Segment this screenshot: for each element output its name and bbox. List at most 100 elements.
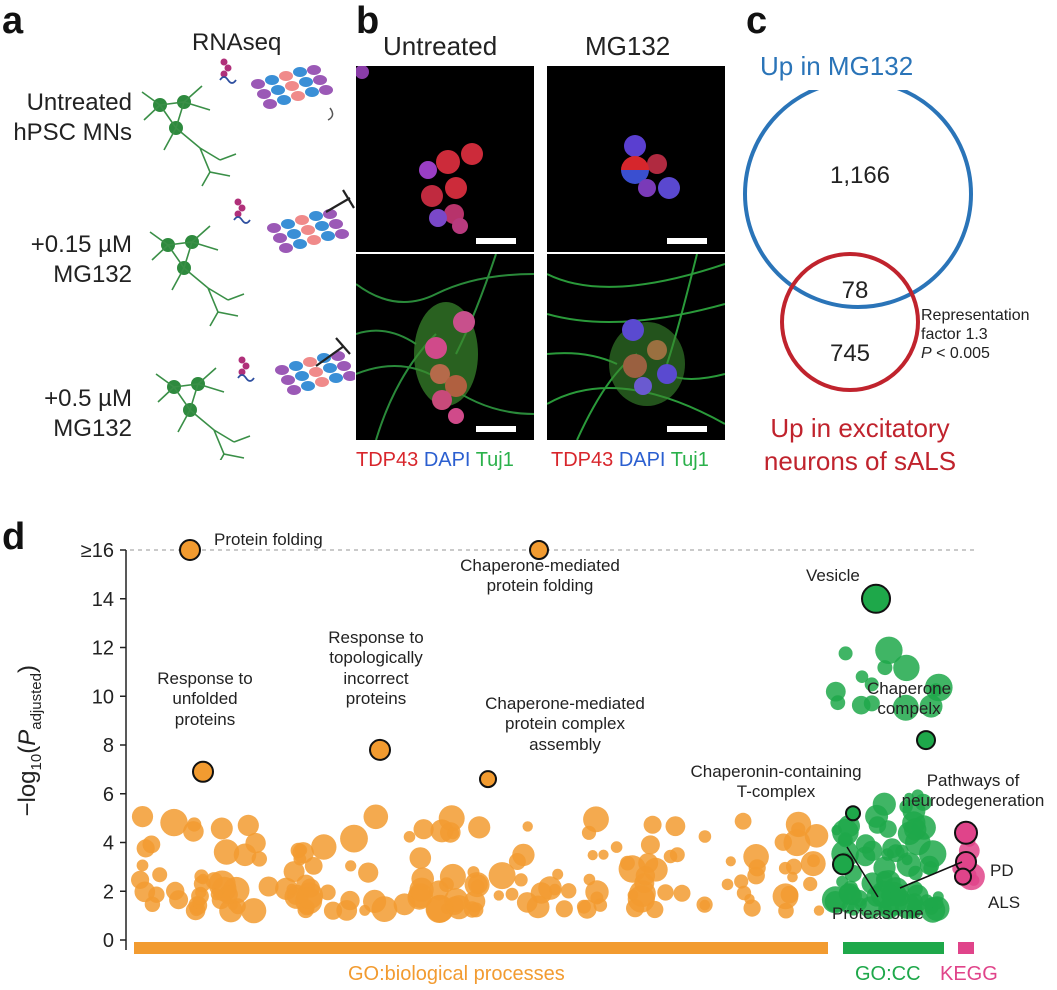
label-line: Response to: [157, 669, 253, 688]
ylabel-open: (: [14, 745, 42, 754]
term-point: [345, 860, 357, 872]
term-point: [311, 834, 337, 860]
term-point: [698, 830, 712, 843]
term-point: [598, 849, 609, 860]
row-label-line: MG132: [53, 415, 132, 442]
term-point: [778, 861, 792, 875]
term-point: [514, 873, 528, 887]
label-line: Chaperone-mediated: [485, 694, 645, 713]
scale-bar: [667, 238, 707, 244]
term-point: [340, 824, 368, 853]
ylabel-prefix: −log: [14, 770, 42, 817]
term-point: [825, 681, 846, 702]
term-point: [213, 839, 240, 865]
y-tick-label: 6: [103, 784, 114, 806]
highlighted-point: [529, 540, 549, 560]
y-tick-label: 12: [92, 638, 114, 660]
term-point: [875, 636, 903, 664]
term-point: [804, 824, 829, 848]
term-point: [725, 856, 736, 867]
category-bar-go-bp: [134, 942, 828, 954]
highlighted-point: [916, 730, 936, 751]
label-vesicle: Vesicle: [806, 566, 860, 585]
term-point: [413, 819, 434, 840]
term-point: [463, 890, 486, 913]
label-chap-folding: Chaperone-mediated protein folding: [430, 556, 650, 597]
y-tick-label: 14: [92, 589, 114, 611]
term-point: [237, 814, 259, 836]
label-resp-topo: Response to topologically incorrect prot…: [296, 628, 456, 710]
term-point: [657, 884, 674, 901]
micrograph-mg132-merge: [547, 254, 725, 440]
term-point: [430, 819, 454, 843]
label-als: ALS: [988, 893, 1021, 912]
label-line: Chaperone-mediated: [460, 556, 620, 575]
term-point: [855, 846, 876, 867]
label-line: topologically: [329, 648, 423, 668]
category-label-go-cc: GO:CC: [855, 963, 921, 985]
label-chaperone-complex: Chaperone compelx: [860, 679, 958, 720]
venn-only-a-count: 1,166: [829, 162, 891, 189]
label-line: unfolded: [172, 689, 238, 709]
term-point: [868, 816, 887, 834]
category-bar-go-cc: [843, 942, 944, 954]
ylabel-p: P: [14, 729, 42, 746]
legend-dapi: DAPI: [618, 449, 666, 471]
term-point: [187, 817, 202, 832]
proteasome-leader: [846, 846, 879, 898]
y-tick-label: 10: [92, 686, 114, 708]
highlighted-point: [845, 805, 861, 822]
term-point: [772, 883, 799, 910]
term-point: [447, 827, 460, 840]
legend-dapi: DAPI: [423, 449, 471, 471]
stat-p-line: P < 0.005: [921, 344, 1030, 363]
term-point: [864, 677, 879, 692]
y-tick-label: ≥16: [81, 540, 114, 562]
rnaseq-header: RNAseq: [192, 29, 282, 56]
term-point: [736, 885, 752, 901]
kegg-leader: [899, 861, 963, 889]
row-label-line: +0.15 µM: [30, 231, 132, 258]
row-label-line: hPSC MNs: [13, 119, 132, 146]
term-point: [813, 905, 825, 916]
category-label-go-bp: GO:biological processes: [348, 963, 565, 985]
term-point: [210, 817, 233, 840]
label-line: protein folding: [486, 576, 594, 596]
highlighted-point: [832, 853, 854, 876]
row-untreated-label: Untreated hPSC MNs: [0, 88, 132, 148]
label-pd: PD: [990, 861, 1014, 880]
term-point: [665, 816, 686, 837]
term-point: [892, 694, 919, 721]
row-05-label: +0.5 µM MG132: [0, 384, 132, 444]
micrograph-untreated-merge: [356, 254, 534, 440]
term-point: [783, 829, 811, 857]
highlighted-point: [954, 820, 978, 845]
panel-a-letter: a: [2, 0, 24, 42]
y-tick-label: 0: [103, 930, 114, 952]
term-point: [358, 862, 379, 883]
stat-p-value: < 0.005: [931, 345, 990, 363]
term-point: [906, 900, 923, 916]
label-pathways: Pathways of neurodegeneration: [890, 771, 1056, 812]
term-point: [251, 851, 267, 867]
venn-circle-mg132: [743, 90, 973, 309]
label-line: incorrect: [343, 668, 409, 688]
row-label-line: +0.5 µM: [44, 385, 132, 412]
label-line: proteins: [345, 689, 407, 709]
label-line: T-complex: [736, 782, 816, 802]
representation-stats: Representation factor 1.3 P < 0.005: [921, 306, 1030, 364]
term-point: [468, 874, 488, 895]
highlighted-point: [192, 760, 214, 783]
term-point: [409, 847, 432, 869]
term-point: [663, 849, 678, 864]
term-point: [512, 843, 535, 867]
term-point: [831, 825, 842, 836]
label-line: assembly: [529, 734, 601, 754]
venn-set-b-label: Up in excitatory neurons of sALS: [750, 412, 970, 477]
legend-tuj1: Tuj1: [670, 449, 709, 471]
term-point: [851, 890, 868, 907]
category-bar-kegg: [958, 942, 974, 954]
term-point: [323, 901, 343, 920]
term-point: [561, 883, 577, 899]
